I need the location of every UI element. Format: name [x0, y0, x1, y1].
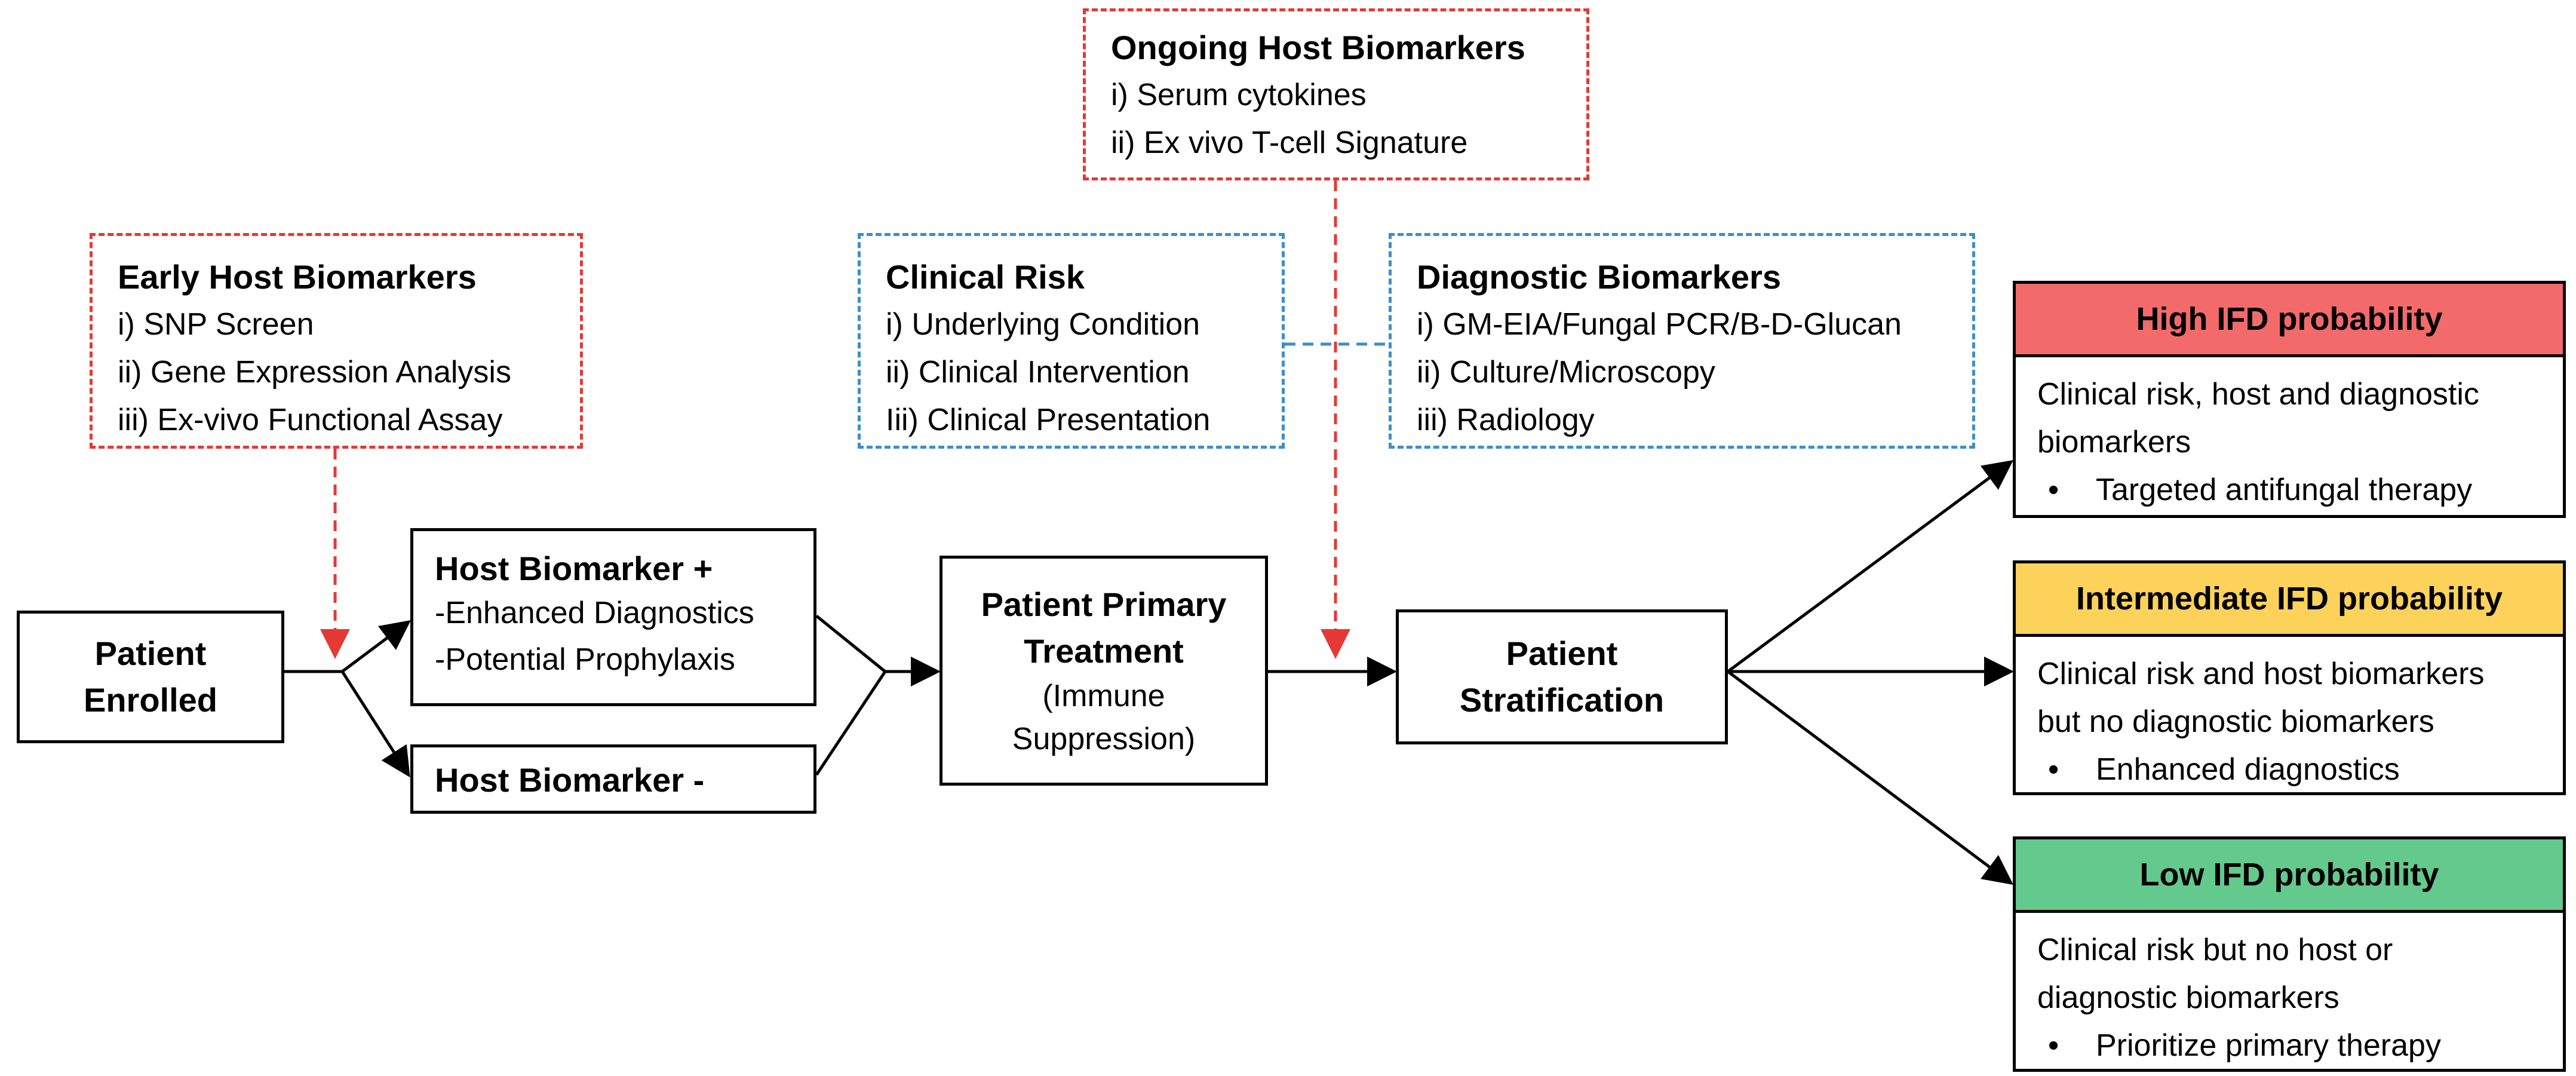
- outcome-description-line: but no diagnostic biomarkers: [2037, 704, 2434, 739]
- host-biomarker-negative-box: Host Biomarker -: [410, 744, 816, 814]
- intermediate-ifd-probability-title: Intermediate IFD probability: [2016, 563, 2563, 637]
- patient-enrolled-line: Enrolled: [83, 681, 218, 719]
- ongoing-item: i) Serum cytokines: [1111, 78, 1367, 112]
- intermediate-ifd-probability-box: Intermediate IFD probability Clinical ri…: [2013, 560, 2566, 795]
- intermediate-ifd-probability-body: Clinical risk and host biomarkers but no…: [2016, 637, 2563, 793]
- outcome-description-line: diagnostic biomarkers: [2037, 980, 2339, 1015]
- arrow-to-high-probability: [1727, 460, 2014, 673]
- early-item: iii) Ex-vivo Functional Assay: [118, 403, 503, 437]
- arrow-to-low-probability: [1727, 670, 2014, 885]
- early-item: i) SNP Screen: [118, 307, 314, 342]
- bullet-icon: •: [2048, 1028, 2059, 1063]
- clinical-risk-title: Clinical Risk: [886, 258, 1085, 296]
- early-item: ii) Gene Expression Analysis: [118, 355, 511, 390]
- high-ifd-probability-box: High IFD probability Clinical risk, host…: [2013, 281, 2566, 518]
- outcome-description-line: biomarkers: [2037, 425, 2191, 459]
- early-host-biomarkers-box: Early Host Biomarkers i) SNP Screen ii) …: [90, 233, 583, 449]
- diagnostic-item: iii) Radiology: [1417, 403, 1595, 437]
- clinical-risk-item: i) Underlying Condition: [886, 307, 1201, 342]
- diagnostic-item: i) GM-EIA/Fungal PCR/B-D-Glucan: [1417, 307, 1902, 342]
- clinical-risk-item: ii) Clinical Intervention: [886, 355, 1190, 390]
- diagnostic-biomarkers-title: Diagnostic Biomarkers: [1417, 258, 1781, 296]
- primary-treatment-line: Patient Primary: [981, 585, 1227, 623]
- primary-treatment-box: Patient Primary Treatment (Immune Suppre…: [939, 556, 1268, 786]
- outcome-bullet: • Targeted antifungal therapy: [2037, 466, 2563, 514]
- bullet-icon: •: [2048, 752, 2059, 787]
- outcome-description-line: Clinical risk and host biomarkers: [2037, 657, 2485, 691]
- patient-stratification-line: Stratification: [1459, 681, 1665, 719]
- diagnostic-biomarkers-box: Diagnostic Biomarkers i) GM-EIA/Fungal P…: [1389, 233, 1975, 449]
- outcome-description-line: Clinical risk but no host or: [2037, 933, 2393, 967]
- host-positive-item: -Enhanced Diagnostics: [435, 596, 754, 630]
- patient-stratification-box: Patient Stratification: [1396, 609, 1728, 744]
- patient-enrolled-line: Patient: [94, 634, 207, 672]
- ongoing-item: ii) Ex vivo T-cell Signature: [1111, 125, 1468, 160]
- arrow-to-host-positive: [341, 620, 412, 673]
- outcome-bullet: • Enhanced diagnostics: [2037, 746, 2563, 793]
- primary-treatment-line: Treatment: [1024, 632, 1184, 670]
- patient-enrolled-box: Patient Enrolled: [17, 611, 284, 743]
- arrow-to-host-negative: [340, 670, 410, 778]
- high-ifd-probability-title: High IFD probability: [2016, 284, 2563, 357]
- primary-treatment-line: (Immune: [1042, 678, 1165, 713]
- primary-treatment-line: Suppression): [1012, 721, 1196, 756]
- high-ifd-probability-body: Clinical risk, host and diagnostic bioma…: [2016, 357, 2563, 514]
- host-biomarker-negative-title: Host Biomarker -: [435, 761, 705, 799]
- outcome-bullet-text: Targeted antifungal therapy: [2096, 473, 2473, 507]
- host-biomarker-positive-title: Host Biomarker +: [435, 550, 713, 587]
- bullet-icon: •: [2048, 473, 2059, 507]
- ongoing-host-biomarkers-title: Ongoing Host Biomarkers: [1111, 29, 1525, 66]
- outcome-bullet-text: Enhanced diagnostics: [2096, 752, 2400, 787]
- patient-stratification-line: Patient: [1506, 634, 1618, 672]
- host-biomarker-positive-box: Host Biomarker + -Enhanced Diagnostics -…: [410, 528, 816, 706]
- host-positive-item: -Potential Prophylaxis: [435, 642, 735, 677]
- outcome-bullet-text: Prioritize primary therapy: [2096, 1028, 2441, 1063]
- connector-host-positive-merge: [815, 615, 886, 673]
- outcome-description-line: Clinical risk, host and diagnostic: [2037, 377, 2479, 412]
- outcome-bullet: • Prioritize primary therapy: [2037, 1022, 2563, 1069]
- early-host-biomarkers-title: Early Host Biomarkers: [118, 258, 477, 296]
- clinical-risk-item: Iii) Clinical Presentation: [886, 403, 1211, 437]
- ongoing-host-biomarkers-box: Ongoing Host Biomarkers i) Serum cytokin…: [1083, 8, 1589, 180]
- low-ifd-probability-box: Low IFD probability Clinical risk but no…: [2013, 836, 2566, 1072]
- clinical-risk-box: Clinical Risk i) Underlying Condition ii…: [858, 233, 1285, 449]
- diagnostic-item: ii) Culture/Microscopy: [1417, 355, 1715, 390]
- connector-host-negative-merge: [815, 670, 887, 776]
- low-ifd-probability-body: Clinical risk but no host or diagnostic …: [2016, 913, 2563, 1069]
- low-ifd-probability-title: Low IFD probability: [2016, 839, 2563, 913]
